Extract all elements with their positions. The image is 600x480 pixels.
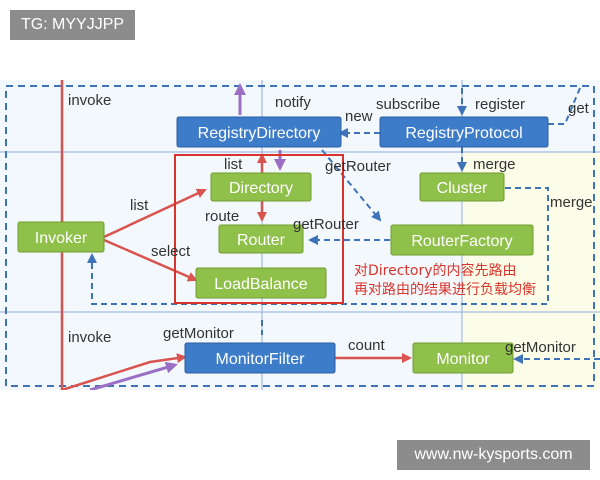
get-router-connector xyxy=(321,149,382,222)
label-get-monitor-right: getMonitor xyxy=(505,339,576,356)
label-invoke-top: invoke xyxy=(68,92,111,109)
get-protocol-connector xyxy=(548,87,581,125)
label-notify: notify xyxy=(275,94,311,111)
edge-labels: invoke notify new subscribe register get… xyxy=(68,92,593,356)
label-select: select xyxy=(151,243,191,260)
label-merge-right: merge xyxy=(550,194,593,211)
label-subscribe: subscribe xyxy=(376,96,440,113)
node-cluster-label: Cluster xyxy=(437,180,488,197)
node-monitor-filter: MonitorFilter xyxy=(184,342,336,374)
invoker-to-loadbalance xyxy=(103,238,198,282)
label-route: route xyxy=(205,208,239,225)
node-router-label: Router xyxy=(237,232,286,249)
node-cluster: Cluster xyxy=(419,172,505,202)
node-monitor: Monitor xyxy=(412,342,514,374)
dashed-connectors xyxy=(87,87,600,364)
annotation-line1: 对Directory的内容先路由 xyxy=(354,262,517,279)
label-get-monitor-left: getMonitor xyxy=(163,325,234,342)
node-directory: Directory xyxy=(210,172,312,202)
node-load-balance-label: LoadBalance xyxy=(214,276,308,293)
node-monitor-label: Monitor xyxy=(436,351,490,368)
label-count: count xyxy=(348,337,386,354)
node-router-factory-label: RouterFactory xyxy=(411,233,512,250)
node-directory-label: Directory xyxy=(229,180,293,197)
node-registry-protocol: RegistryProtocol xyxy=(379,116,549,148)
invoker-to-directory xyxy=(103,188,207,239)
watermark-top: TG: MYYJJPP xyxy=(10,10,135,40)
watermark-bottom: www.nw-kysports.com xyxy=(397,440,590,470)
node-invoker: Invoker xyxy=(17,221,105,253)
architecture-diagram: RegistryDirectory RegistryProtocol Monit… xyxy=(0,80,600,390)
node-registry-directory-label: RegistryDirectory xyxy=(198,125,321,142)
node-invoker-label: Invoker xyxy=(35,230,88,247)
cluster-merge-right xyxy=(87,187,549,305)
annotation: 对Directory的内容先路由 再对路由的结果进行负载均衡 xyxy=(354,262,536,298)
annotation-line2: 再对路由的结果进行负载均衡 xyxy=(354,282,536,298)
label-merge: merge xyxy=(473,156,516,173)
label-get-router-top: getRouter xyxy=(325,158,391,175)
invoke-up-to-monitor-filter xyxy=(61,353,187,390)
node-registry-protocol-label: RegistryProtocol xyxy=(405,125,522,142)
label-list-left: list xyxy=(130,197,149,214)
purple-bottom-arc xyxy=(89,361,178,390)
node-load-balance: LoadBalance xyxy=(195,267,327,299)
outer-dashed-frame xyxy=(5,85,595,387)
label-invoke-bottom: invoke xyxy=(68,329,111,346)
node-monitor-filter-label: MonitorFilter xyxy=(216,351,306,368)
node-registry-directory: RegistryDirectory xyxy=(176,116,342,148)
node-router: Router xyxy=(218,224,304,254)
purple-arrows xyxy=(89,83,286,390)
label-list-top: list xyxy=(224,156,243,173)
highlight-box xyxy=(174,154,344,304)
label-partial-right: get xyxy=(568,100,590,117)
node-router-factory: RouterFactory xyxy=(390,224,534,256)
label-get-router-mid: getRouter xyxy=(293,216,359,233)
label-new: new xyxy=(345,108,373,125)
label-register: register xyxy=(475,96,525,113)
